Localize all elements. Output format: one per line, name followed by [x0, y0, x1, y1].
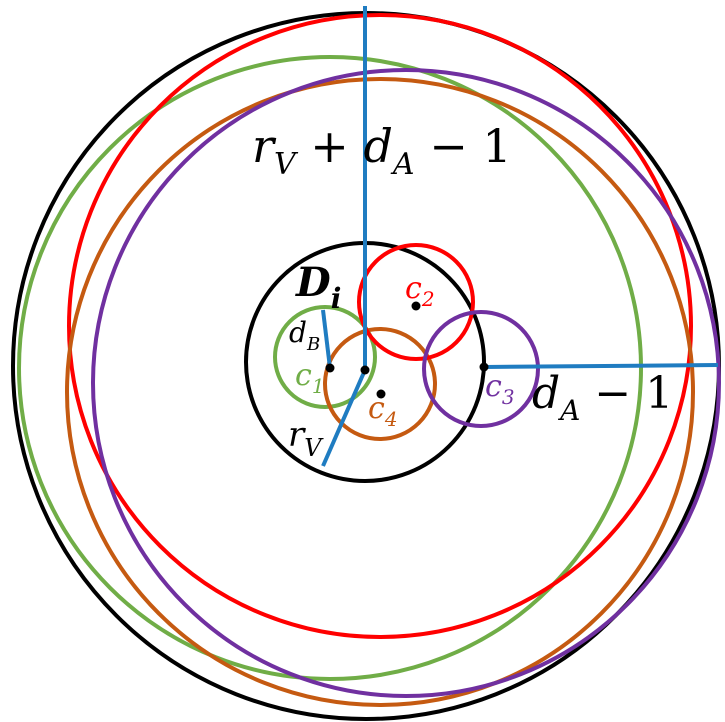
label-c1: c1 — [295, 358, 325, 398]
label-c2: c2 — [405, 271, 435, 311]
radius-line-db — [321, 309, 332, 369]
large-circle-green — [17, 55, 643, 681]
label-c3: c3 — [485, 369, 515, 409]
label-outer-radius: rV + dA − 1 — [252, 119, 512, 182]
center-point-c3 — [479, 362, 489, 372]
label-c4: c4 — [368, 391, 398, 431]
small-circle-green — [273, 305, 377, 409]
label-d-b: dB — [289, 316, 320, 355]
radius-line-rv — [321, 369, 367, 467]
center-point-c2 — [411, 301, 421, 311]
center-point-c4 — [376, 389, 386, 399]
large-circle-red — [67, 13, 693, 639]
small-circle-purple — [422, 310, 540, 428]
label-d-a-minus-one: dA − 1 — [532, 368, 673, 427]
large-circle-orange — [65, 77, 695, 707]
center-point-main — [360, 365, 370, 375]
center-point-c1 — [325, 363, 335, 373]
label-inner-disk: Di — [295, 259, 341, 315]
small-circle-red — [357, 243, 475, 361]
radius-line-da — [483, 363, 719, 369]
large-circle-purple — [91, 68, 721, 698]
label-r-v: rV — [288, 415, 324, 462]
small-circle-orange — [323, 327, 437, 441]
